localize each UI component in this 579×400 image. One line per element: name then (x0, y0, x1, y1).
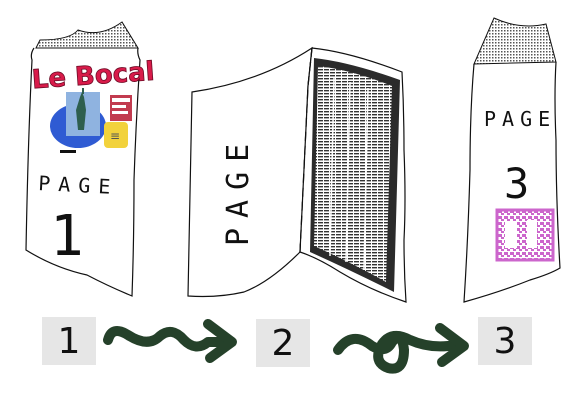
page-2-left-panel (187, 46, 313, 298)
svg-text:Le Bocal: Le Bocal (31, 57, 156, 95)
page-2-spread: PAGE (187, 46, 407, 303)
stapler-icon (35, 21, 139, 49)
page-3-word: PAGE (484, 107, 556, 131)
page-1-number: 1 (50, 204, 84, 269)
step-1-label: 1 (42, 317, 96, 365)
cover-logo: Le Bocal ≡ (30, 56, 156, 153)
sticker (495, 208, 555, 262)
page-3-number: 3 (504, 159, 529, 208)
svg-text:≡: ≡ (110, 129, 120, 143)
step-2-label: 2 (256, 319, 310, 367)
arrow-right-icon (333, 323, 469, 374)
step-3-label: 3 (478, 317, 532, 365)
page-1-sheet: Le Bocal ≡ PAGE 1 (25, 21, 156, 297)
article-page (310, 58, 400, 292)
page-1-word: PAGE (38, 171, 119, 199)
arrow-right-icon (103, 319, 237, 363)
page-3-sheet: PAGE 3 (463, 17, 561, 303)
stapler-icon (473, 17, 557, 65)
page-2-word: PAGE (221, 134, 256, 246)
statue-of-liberty-icon (66, 88, 100, 136)
